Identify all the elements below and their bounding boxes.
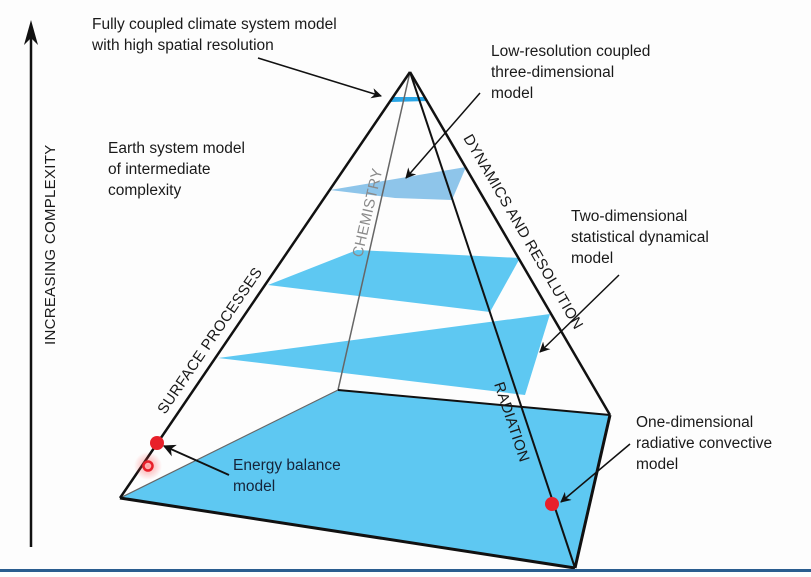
low-resolution-arrow [405,92,481,179]
energy-balance-marker [150,436,164,450]
surface-processes-edge [118,71,412,499]
complexity-axis-arrowhead [24,20,38,45]
radiation-edge [409,71,576,569]
base-plane [120,390,610,568]
fully-coupled-label: Fully coupled climate system model with … [92,16,337,54]
front-base-edge [119,496,576,570]
energy-balance-label: Energy balance model [233,457,341,495]
chemistry-label: CHEMISTRY [349,167,386,259]
bottom-bar [0,569,811,572]
cursor-ring-icon [142,460,154,472]
dynamics-resolution-edge [408,71,612,416]
back-left-base-edge [119,389,339,499]
low-resolution-label: Low-resolution coupled three-dimensional… [491,43,651,102]
radiative-convective-marker [545,497,559,511]
two-dimensional-label: Two-dimensional statistical dynamical mo… [571,208,709,267]
cursor-glow [134,452,162,480]
plane-emic [268,250,520,312]
one-dimensional-arrow [560,443,631,503]
emic-label: Earth system model of intermediate compl… [108,140,245,199]
plane-low-resolution [330,167,466,200]
back-right-base-edge [337,389,611,416]
right-base-edge [573,414,612,569]
plane-fully-coupled [391,97,428,102]
two-dimensional-arrow [539,274,620,353]
complexity-axis-label: INCREASING COMPLEXITY [42,144,59,345]
one-dimensional-label: One-dimensional radiative convective mod… [636,414,773,473]
plane-two-dimensional [218,314,550,395]
chemistry-edge [337,71,411,391]
surface-processes-label: SURFACE PROCESSES [154,264,266,417]
energy-balance-arrow [162,444,230,476]
fully-coupled-arrow [257,57,383,99]
